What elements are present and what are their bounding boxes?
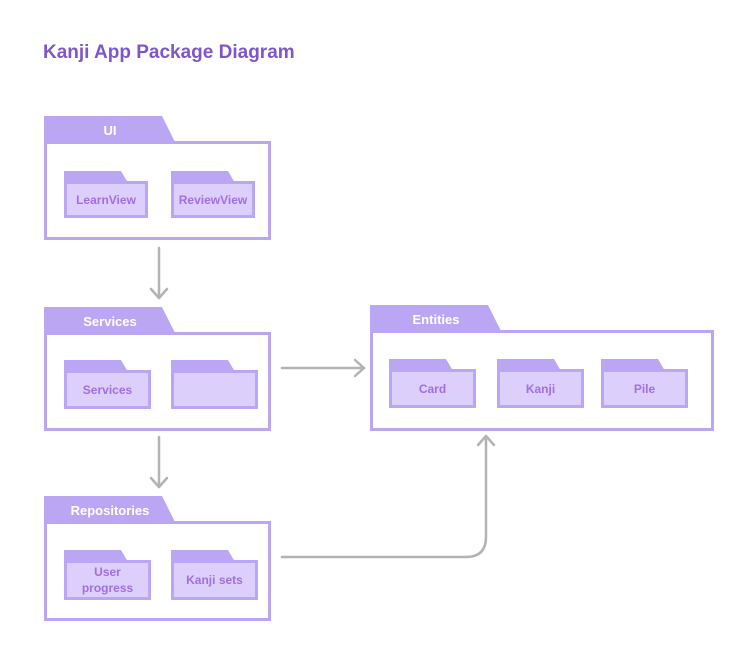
subpackage-label: LearnView	[64, 181, 148, 218]
subpackage-label: Card	[389, 369, 476, 408]
subpackage-user-progress[interactable]: User progress	[64, 550, 151, 600]
subpackage-kanji-sets[interactable]: Kanji sets	[171, 550, 258, 600]
subpackage-label: Services	[64, 370, 151, 409]
subpackage-label: User progress	[64, 560, 151, 600]
arrowhead	[149, 476, 169, 489]
package-tab-ui: UI	[44, 116, 176, 144]
package-services[interactable]: Services	[44, 332, 271, 431]
package-entities[interactable]: Card Kanji Pile	[370, 330, 714, 431]
subpackage-reviewview[interactable]: ReviewView	[171, 171, 255, 218]
subpackage-kanji[interactable]: Kanji	[497, 359, 584, 408]
package-tab-services: Services	[44, 307, 176, 335]
subpackage-label: Kanji	[497, 369, 584, 408]
arrowhead	[476, 434, 496, 447]
subpackage-label: Kanji sets	[171, 560, 258, 600]
arrowhead	[353, 358, 366, 378]
package-tab-entities: Entities	[370, 305, 502, 333]
subpackage-services[interactable]: Services	[64, 360, 151, 409]
arrowhead	[149, 287, 169, 300]
subpackage-card[interactable]: Card	[389, 359, 476, 408]
package-ui[interactable]: LearnView ReviewView	[44, 141, 271, 240]
diagram-title: Kanji App Package Diagram	[43, 42, 295, 63]
subpackage-label	[171, 370, 258, 409]
package-tab-repositories: Repositories	[44, 496, 176, 524]
subpackage-unnamed[interactable]	[171, 360, 258, 409]
subpackage-label: ReviewView	[171, 181, 255, 218]
subpackage-learnview[interactable]: LearnView	[64, 171, 148, 218]
subpackage-label: Pile	[601, 369, 688, 408]
package-repositories[interactable]: User progress Kanji sets	[44, 521, 271, 621]
subpackage-pile[interactable]: Pile	[601, 359, 688, 408]
arrow-repositories-to-entities	[280, 434, 488, 559]
